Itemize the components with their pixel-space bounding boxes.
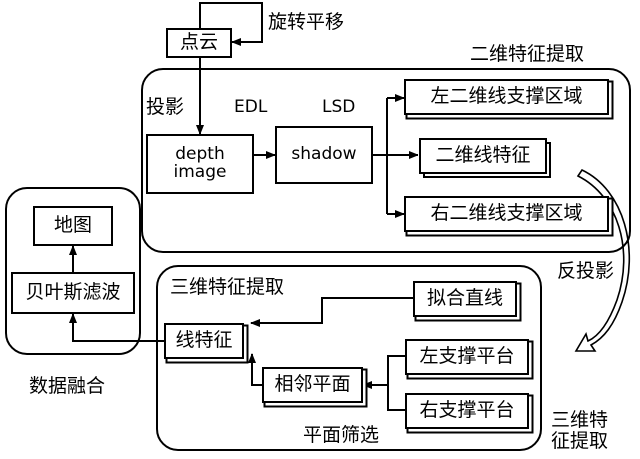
adjacent-plane-label: 相邻平面 (274, 373, 351, 396)
map-node: 地图 (33, 206, 113, 246)
point-cloud-label: 点云 (179, 31, 218, 54)
bayes-filter-node: 贝叶斯滤波 (11, 272, 135, 314)
lsd-label: LSD (322, 97, 356, 117)
plane-filter-label: 平面筛选 (303, 424, 380, 446)
bayes-filter-label: 贝叶斯滤波 (25, 281, 121, 304)
depth-image-label-1: depth (175, 144, 225, 165)
right-support-node: 右二维线支撑区域 (404, 196, 609, 232)
projection-label: 投影 (146, 96, 185, 118)
right-plane-label: 右支撑平台 (419, 399, 515, 422)
left-support-label: 左二维线支撑区域 (430, 85, 583, 108)
point-cloud-node: 点云 (166, 28, 232, 58)
map-label: 地图 (53, 214, 92, 237)
line2d-feature-label: 二维线特征 (435, 144, 531, 167)
feature3d-extract-corner-label: 三维特 征提取 (551, 410, 608, 452)
left-plane-node: 左支撑平台 (405, 339, 529, 375)
left-plane-label: 左支撑平台 (419, 345, 515, 368)
fit-line-label: 拟合直线 (426, 287, 503, 310)
depth-image-node: depth image (146, 134, 254, 194)
feature3d-region (156, 265, 542, 451)
plane-branch (370, 355, 405, 411)
data-fusion-region (5, 187, 141, 355)
feature2d-region (141, 68, 631, 253)
edl-label: EDL (234, 97, 268, 117)
depth-image-label-2: image (173, 162, 227, 182)
left-support-node: 左二维线支撑区域 (404, 79, 609, 115)
line-feature-node: 线特征 (164, 323, 244, 359)
fit-line-node: 拟合直线 (413, 281, 517, 317)
fit-line-arrow (250, 297, 413, 327)
right-support-label: 右二维线支撑区域 (430, 202, 583, 225)
adjacent-plane-node: 相邻平面 (262, 367, 363, 403)
right-plane-node: 右支撑平台 (405, 393, 529, 429)
feature2d-extract-label: 二维特征提取 (470, 43, 585, 65)
shadow-label: shadow (291, 144, 357, 165)
feature3d-extract-corner-line-2: 征提取 (551, 429, 609, 452)
adjacent-to-line-arrow (248, 353, 262, 386)
feature3d-extract-label: 三维特征提取 (170, 276, 285, 298)
feature3d-extract-corner-line-1: 三维特 (551, 409, 609, 431)
line2d-feature-node: 二维线特征 (418, 138, 548, 174)
back-projection-label: 反投影 (557, 260, 615, 282)
line-feature-label: 线特征 (175, 329, 233, 352)
shadow-node: shadow (275, 126, 373, 184)
data-fusion-label: 数据融合 (29, 375, 106, 397)
rotate-loop-arrow (199, 2, 263, 46)
rotate-translate-label: 旋转平移 (268, 11, 345, 33)
